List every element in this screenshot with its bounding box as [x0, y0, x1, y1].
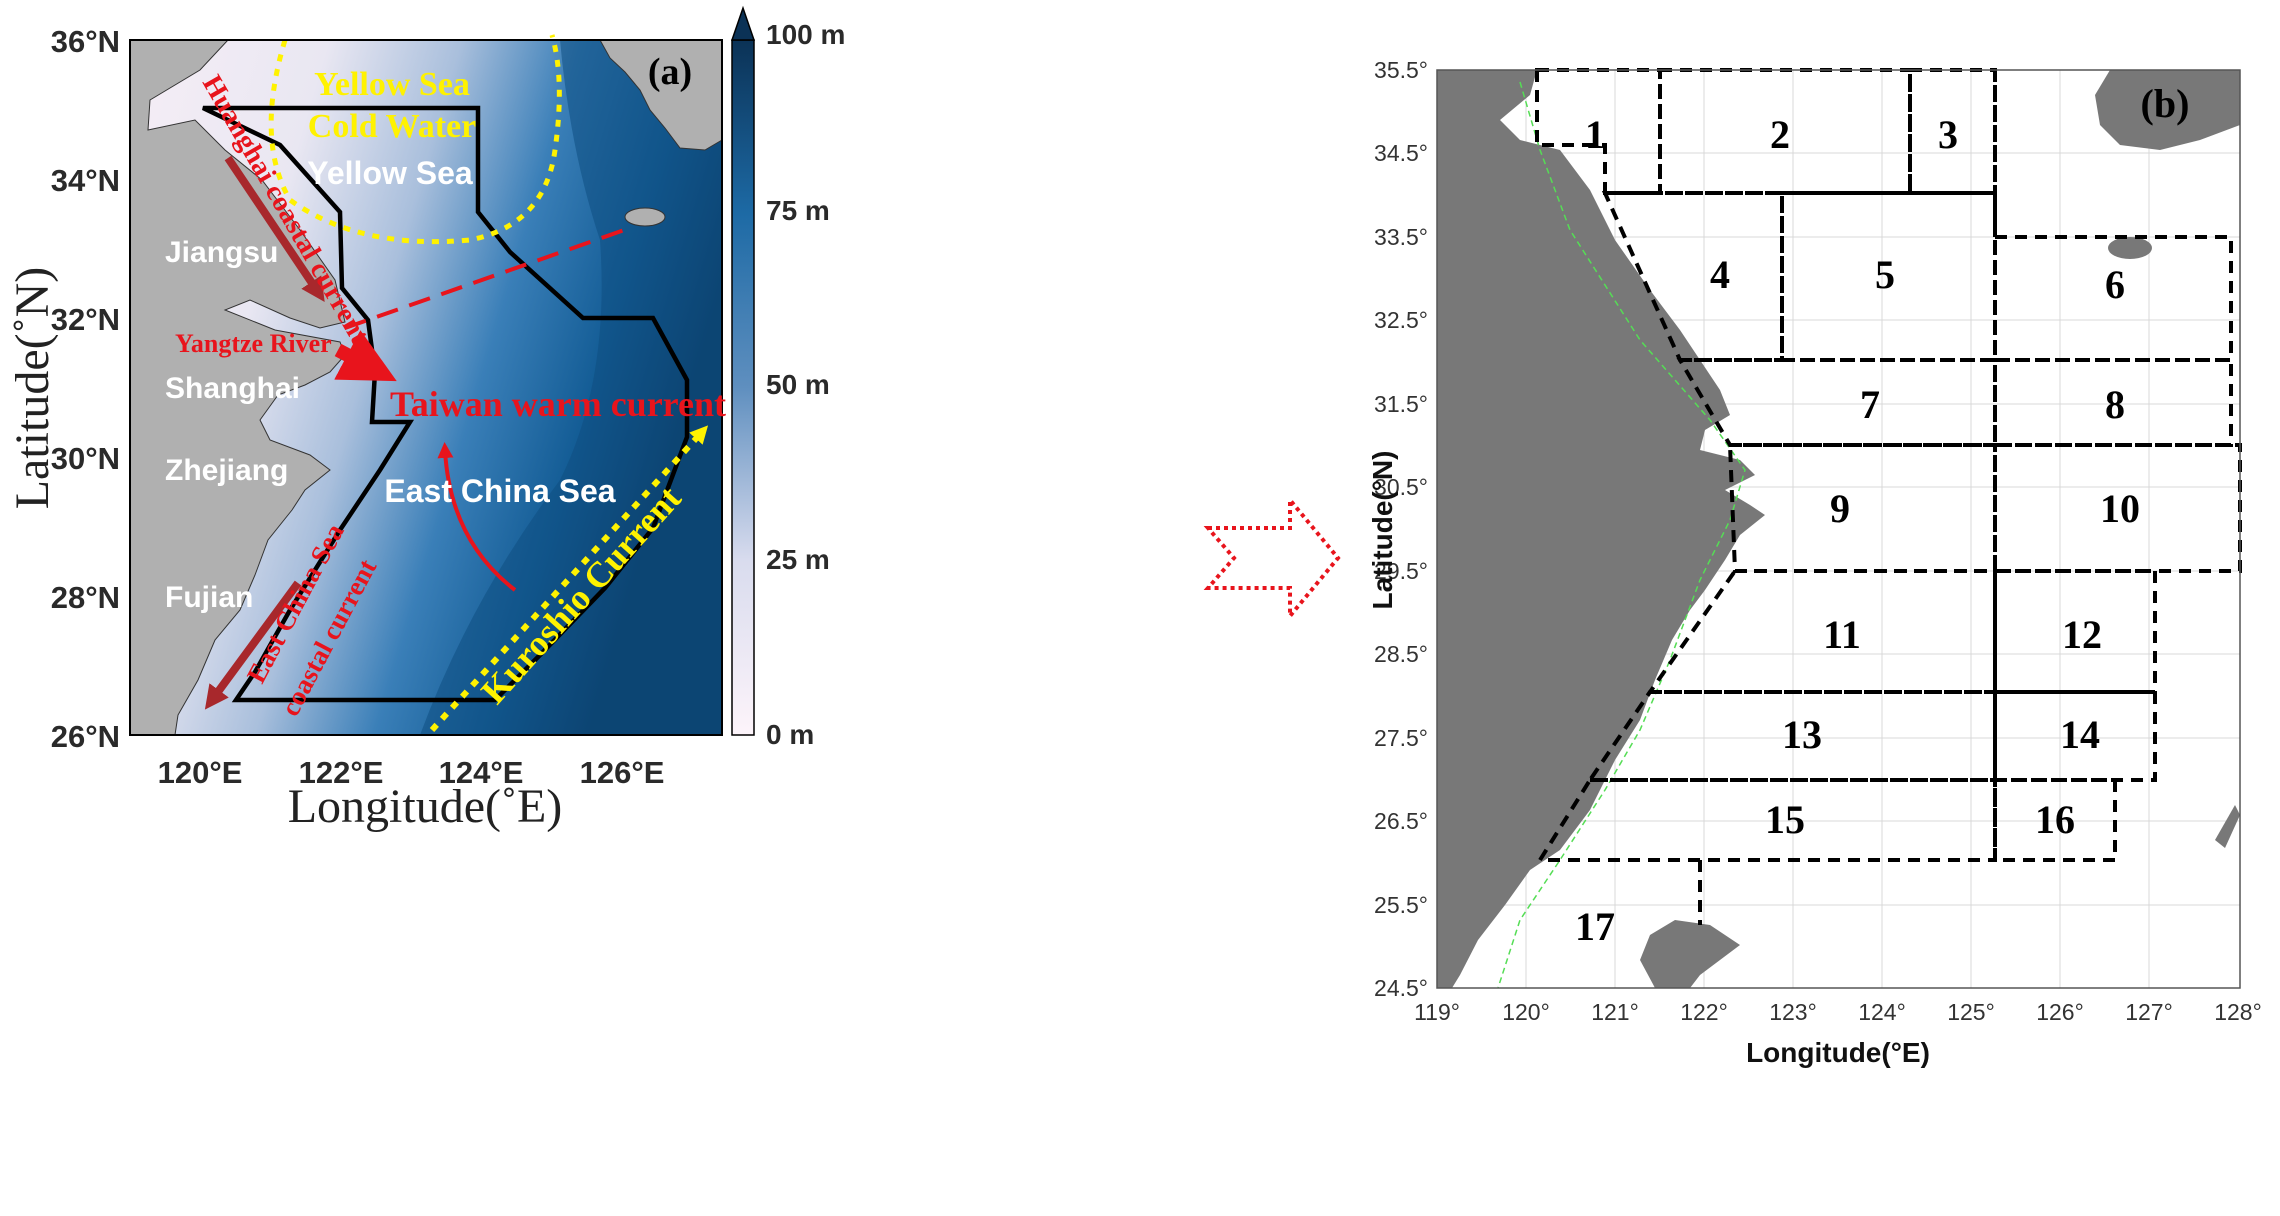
box-number-5: 5 — [1875, 252, 1895, 297]
y-tick-31-5: 31.5° — [1374, 391, 1428, 417]
section-line — [344, 226, 631, 330]
y-tick-24-5: 24.5° — [1374, 975, 1428, 1001]
cold-water-label-2: Cold Water — [308, 108, 476, 145]
box-number-1: 1 — [1585, 112, 1605, 157]
y-tick-32-5: 32.5° — [1374, 307, 1428, 333]
yangtze-label: Yangtze River — [175, 329, 332, 358]
panel-b-ryukyu — [2215, 805, 2240, 848]
y-tick-26-5: 26.5° — [1374, 808, 1428, 834]
x-tick-124: 124° — [1858, 999, 1906, 1025]
lon-tick-120: 120°E — [158, 755, 243, 790]
x-tick-123: 123° — [1769, 999, 1817, 1025]
lon-tick-124: 124°E — [439, 755, 524, 790]
colorbar-extend-triangle — [730, 5, 756, 41]
box-number-3: 3 — [1938, 112, 1958, 157]
y-tick-28-5: 28.5° — [1374, 641, 1428, 667]
panel-b-boxes — [1535, 68, 2242, 925]
kuroshio-arrow — [429, 425, 709, 733]
lat-tick-30: 30°N — [51, 441, 120, 476]
lon-tick-126: 126°E — [580, 755, 665, 790]
box-16 — [1993, 778, 2117, 862]
panel-a-x-axis-title: Longitude(˚E) — [288, 780, 563, 833]
y-tick-34-5: 34.5° — [1374, 140, 1428, 166]
panel-a-y-axis-title: Latitude(˚N) — [6, 267, 59, 510]
panel-a-label: (a) — [648, 51, 692, 93]
lat-tick-26: 26°N — [51, 719, 120, 754]
yangtze-arrow — [334, 330, 397, 382]
panel-b-jeju — [2108, 237, 2152, 259]
box-number-2: 2 — [1770, 112, 1790, 157]
panel-a-axes: 36°N 34°N 32°N 30°N 28°N 26°N 120°E 122°… — [6, 24, 664, 833]
y-tick-25-5: 25.5° — [1374, 892, 1428, 918]
lat-tick-34: 34°N — [51, 163, 120, 198]
y-tick-35-5: 35.5° — [1374, 57, 1428, 83]
panel-a-map: Yellow Sea Cold Water Yellow Sea East Ch… — [129, 34, 726, 736]
cold-water-label-1: Yellow Sea — [314, 66, 470, 103]
study-region-outline — [202, 105, 690, 703]
jeju-island — [624, 207, 666, 227]
colorbar-gradient — [731, 39, 755, 736]
ecs-coastal-current-arrow — [204, 580, 302, 710]
panel-b-korea — [2095, 70, 2240, 150]
yellow-sea-label: Yellow Sea — [307, 155, 473, 191]
colorbar-tick-50: 50 m — [766, 369, 830, 400]
panel-b-x-axis-title: Longitude(°E) — [1746, 1037, 1930, 1068]
fujian-label: Fujian — [165, 581, 253, 614]
lat-tick-36: 36°N — [51, 24, 120, 59]
box-number-9: 9 — [1830, 486, 1850, 531]
y-tick-33-5: 33.5° — [1374, 224, 1428, 250]
x-tick-126: 126° — [2036, 999, 2084, 1025]
panel-b-mainland — [1437, 70, 1765, 988]
colorbar-tick-25: 25 m — [766, 544, 830, 575]
panel-b-taiwan — [1640, 920, 1740, 988]
x-tick-122: 122° — [1680, 999, 1728, 1025]
shanghai-label: Shanghai — [165, 372, 300, 405]
y-tick-29-5: 29.5° — [1374, 558, 1428, 584]
cold-water-boundary — [268, 34, 562, 245]
box-13 — [1586, 690, 1997, 782]
panel-b-boundary-line — [1497, 81, 1746, 989]
panel-a-frame — [129, 39, 723, 736]
x-tick-128: 128° — [2214, 999, 2262, 1025]
box-number-4: 4 — [1710, 252, 1730, 297]
panel-b-map: 1 2 3 4 5 6 7 8 9 10 11 12 13 14 15 16 1… — [1436, 68, 2242, 989]
box-number-11: 11 — [1823, 612, 1861, 657]
panel-b-y-axis-title: Latitude(°N) — [1367, 451, 1398, 610]
huanghai-current-arrow — [224, 155, 325, 302]
lat-tick-32: 32°N — [51, 302, 120, 337]
zhejiang-label: Zhejiang — [165, 454, 288, 487]
colorbar-tick-0: 0 m — [766, 719, 814, 750]
jiangsu-label: Jiangsu — [165, 236, 278, 269]
colorbar-tick-75: 75 m — [766, 195, 830, 226]
lon-tick-122: 122°E — [299, 755, 384, 790]
box-number-17: 17 — [1575, 904, 1615, 949]
taiwan-current-arrow — [437, 442, 517, 592]
box-number-13: 13 — [1782, 712, 1822, 757]
box-number-12: 12 — [2062, 612, 2102, 657]
x-tick-127: 127° — [2125, 999, 2173, 1025]
box-number-16: 16 — [2035, 797, 2075, 842]
y-tick-30-5: 30.5° — [1374, 474, 1428, 500]
y-tick-27-5: 27.5° — [1374, 725, 1428, 751]
box-number-10: 10 — [2100, 486, 2140, 531]
taiwan-current-label: Taiwan warm current — [390, 384, 726, 424]
panel-b-label: (b) — [2141, 81, 2190, 126]
east-china-sea-label: East China Sea — [384, 473, 615, 509]
x-tick-125: 125° — [1947, 999, 1995, 1025]
x-tick-120: 120° — [1502, 999, 1550, 1025]
panel-b-axes: 35.5° 34.5° 33.5° 32.5° 31.5° 30.5° 29.5… — [1367, 57, 2262, 1068]
box-number-14: 14 — [2060, 712, 2100, 757]
x-tick-121: 121° — [1591, 999, 1639, 1025]
box-number-6: 6 — [2105, 262, 2125, 307]
box-number-8: 8 — [2105, 382, 2125, 427]
x-tick-119: 119° — [1414, 999, 1460, 1025]
transition-arrow-icon — [1203, 494, 1341, 622]
depth-colorbar: 100 m 75 m 50 m 25 m 0 m — [730, 5, 845, 750]
colorbar-tick-100: 100 m — [766, 19, 845, 50]
box-number-15: 15 — [1765, 797, 1805, 842]
panel-b-frame — [1436, 69, 2241, 989]
lat-tick-28: 28°N — [51, 580, 120, 615]
box-number-7: 7 — [1860, 382, 1880, 427]
